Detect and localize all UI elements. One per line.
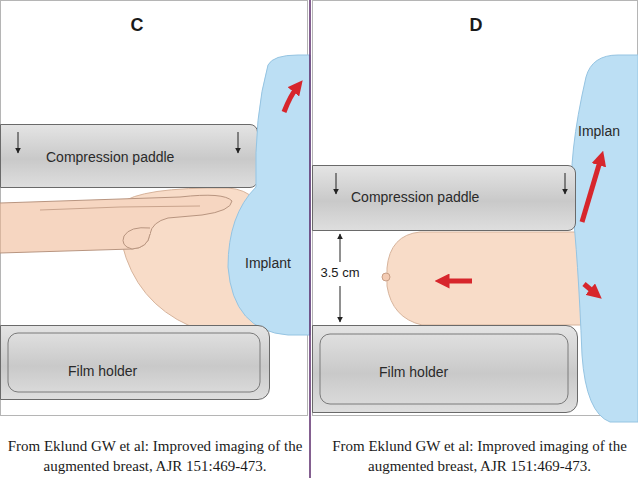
part-name: Implan — [578, 123, 620, 139]
dimension-line — [340, 234, 341, 262]
panel-letter: C — [117, 15, 157, 36]
part-name: Compression paddle — [351, 189, 479, 205]
film-holder: Film holder — [312, 325, 578, 413]
part-name: Film holder — [68, 363, 137, 379]
panel-letter: D — [456, 15, 496, 36]
hand-thumb — [123, 228, 150, 249]
figure-credit: From Eklund GW et al: Improved imaging o… — [327, 436, 632, 476]
part-name: Implant — [245, 255, 291, 271]
implant-outline — [228, 55, 310, 335]
compression-paddle: Compression paddle — [0, 124, 258, 188]
implant-shape — [571, 55, 638, 422]
implant-outline — [568, 55, 638, 422]
dimension-value: 3.5 cm — [315, 265, 365, 280]
breast-implant: Implant — [228, 55, 310, 335]
finger-crease — [40, 206, 200, 210]
implant-shape — [228, 55, 310, 335]
breast-implant: Implan — [568, 55, 638, 422]
breast-tissue — [387, 232, 582, 325]
compression-paddle: Compression paddle — [312, 165, 576, 231]
dimension-line — [340, 286, 341, 322]
nipple — [382, 273, 390, 281]
part-name: Compression paddle — [46, 149, 174, 165]
technician-hand — [0, 195, 232, 253]
displacement-arrow — [442, 279, 472, 284]
figure-credit: From Eklund GW et al: Improved imaging o… — [5, 436, 305, 476]
part-name: Film holder — [379, 364, 448, 380]
film-holder: Film holder — [0, 325, 270, 400]
